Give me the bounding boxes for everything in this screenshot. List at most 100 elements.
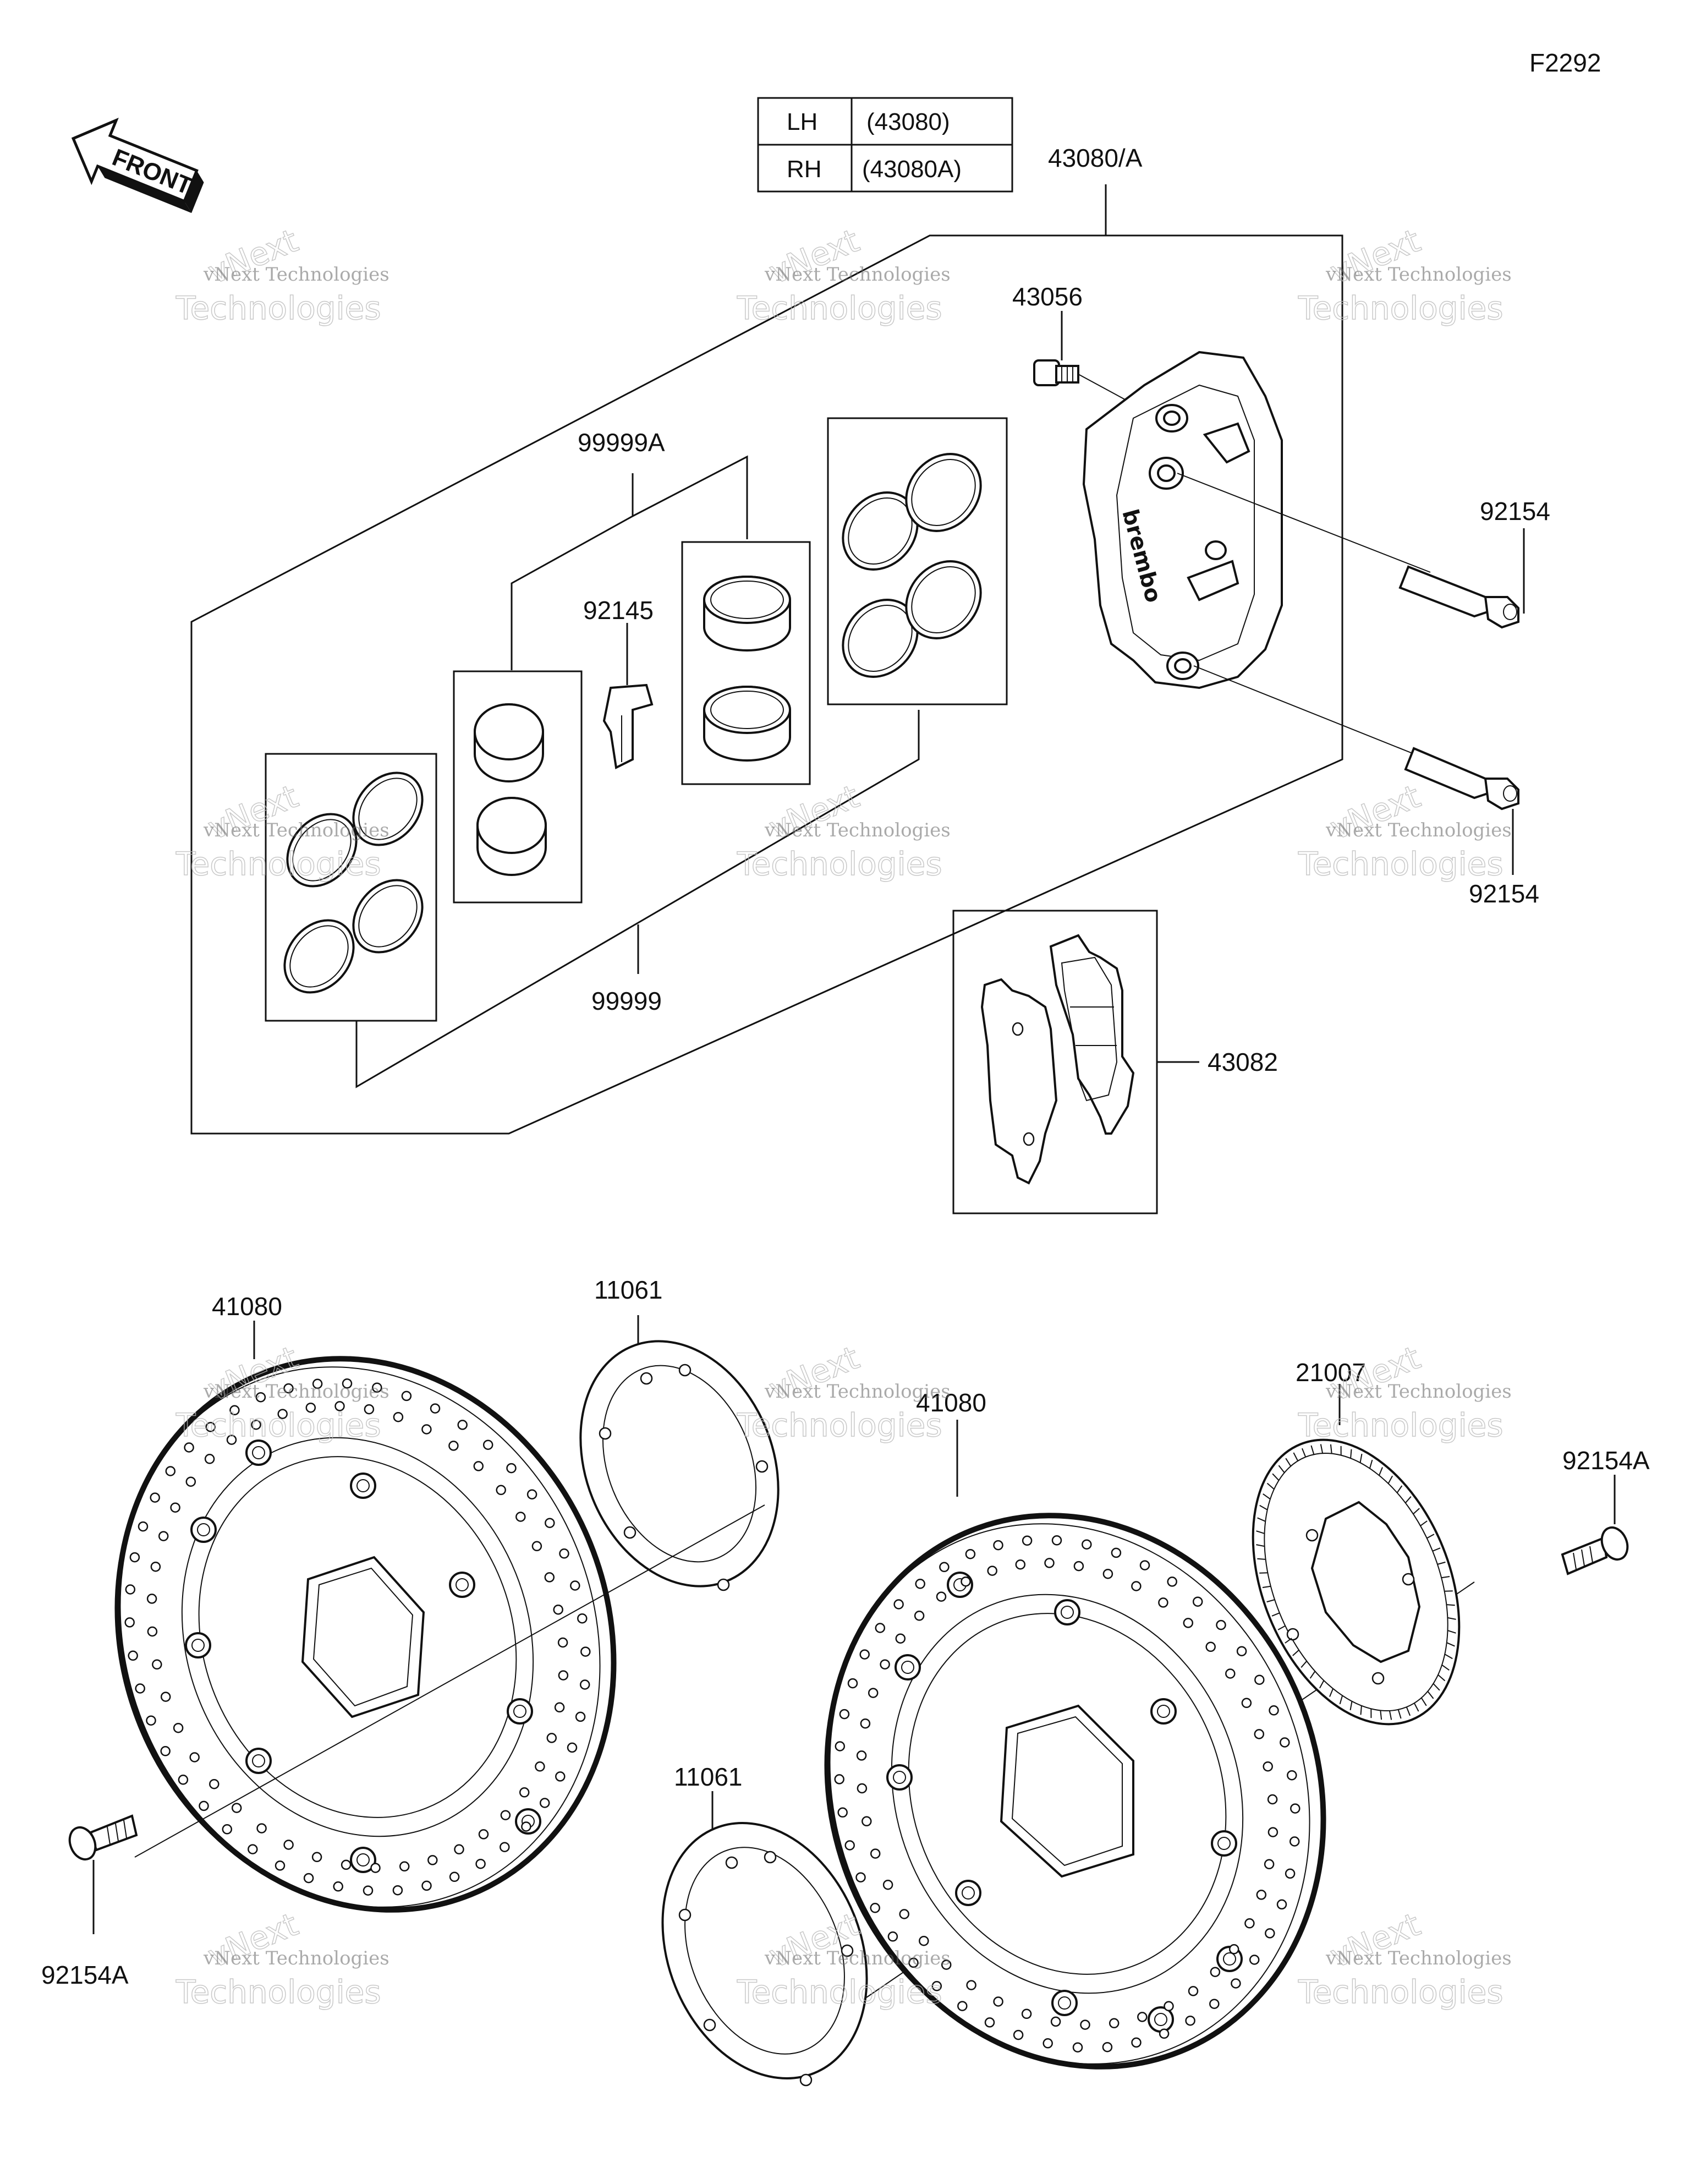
drill-hole: [146, 1594, 157, 1604]
drill-hole: [1268, 1827, 1279, 1837]
drill-hole: [567, 1742, 578, 1753]
drill-hole: [1044, 1558, 1055, 1568]
drill-hole: [555, 1771, 566, 1782]
abs-tooth: [1420, 1520, 1428, 1526]
drill-hole: [966, 1980, 976, 1990]
drill-hole: [915, 1579, 925, 1589]
drill-hole: [868, 1688, 879, 1698]
svg-text:vNext Technologies: vNext Technologies: [203, 1381, 389, 1403]
abs-tooth: [1413, 1703, 1419, 1712]
watermark: vNext Technologies vNext Technologies: [175, 1338, 389, 1444]
drill-hole: [457, 1420, 468, 1430]
abs-tooth: [1319, 1680, 1325, 1689]
drill-hole: [150, 1561, 161, 1572]
drill-hole: [152, 1659, 162, 1670]
drill-hole: [870, 1848, 881, 1859]
label-shim-upper: 11061: [594, 1276, 663, 1304]
drill-hole: [1241, 1698, 1252, 1709]
label-seal-kit: 99999: [591, 987, 662, 1015]
abs-tooth: [1257, 1517, 1266, 1522]
abs-tooth: [1320, 1444, 1324, 1454]
abs-tooth: [1272, 1473, 1280, 1481]
abs-tooth: [1339, 1695, 1343, 1705]
drill-hole: [993, 1540, 1003, 1551]
abs-tooth: [1285, 1638, 1292, 1644]
drill-hole: [283, 1840, 294, 1850]
label-disc-left: 41080: [212, 1292, 282, 1321]
drill-hole: [899, 1909, 909, 1919]
caliper-bolt-upper: [1177, 473, 1525, 629]
drill-hole: [1042, 2038, 1053, 2049]
drill-hole: [1263, 1761, 1273, 1772]
label-abs-rotor: 21007: [1296, 1358, 1366, 1387]
brake-disc-left: [114, 1321, 617, 1913]
drill-hole: [837, 1807, 848, 1818]
svg-text:Technologies: Technologies: [737, 1973, 942, 2011]
drill-hole: [554, 1702, 565, 1713]
drill-hole: [311, 1852, 322, 1863]
drill-hole: [1102, 1568, 1113, 1579]
watermark: vNext Technologies vNext Technologies: [736, 777, 951, 883]
abs-tooth: [1359, 1453, 1363, 1463]
drill-hole: [577, 1613, 588, 1624]
drill-hole: [887, 1931, 898, 1942]
drill-hole: [421, 1424, 432, 1435]
drill-hole: [984, 2017, 995, 2028]
svg-text:Technologies: Technologies: [737, 845, 942, 883]
abs-tooth: [1266, 1599, 1275, 1603]
drill-hole: [165, 1466, 176, 1476]
drill-hole: [1139, 1560, 1150, 1570]
svg-text:Technologies: Technologies: [175, 845, 381, 883]
drill-hole: [893, 1599, 904, 1610]
drill-hole: [557, 1637, 568, 1648]
drill-hole: [939, 1562, 950, 1573]
drill-hole: [1276, 1899, 1287, 1910]
drill-hole: [1209, 1999, 1220, 2009]
drill-hole: [1244, 1918, 1255, 1929]
drill-hole: [334, 1401, 345, 1411]
drill-hole: [342, 1378, 353, 1389]
drill-hole: [1287, 1770, 1297, 1781]
drill-hole: [859, 1649, 870, 1660]
abs-tooth: [1310, 1445, 1315, 1455]
drill-hole: [448, 1441, 459, 1451]
caliper-bolt-lower: [1193, 665, 1519, 875]
drill-hole: [173, 1722, 184, 1733]
drill-hole: [275, 1860, 286, 1871]
drill-hole: [147, 1626, 158, 1637]
drill-hole: [1254, 1729, 1265, 1739]
drill-hole: [158, 1531, 169, 1541]
drill-hole: [146, 1715, 156, 1726]
svg-text:Technologies: Technologies: [737, 1406, 942, 1444]
drill-hole: [570, 1580, 580, 1591]
abs-tooth: [1329, 1688, 1334, 1697]
seal-ring-set-box: [265, 753, 437, 1022]
abs-tooth: [1389, 1710, 1392, 1720]
abs-tooth: [1309, 1671, 1316, 1679]
drill-hole: [421, 1880, 432, 1891]
abs-tooth: [1277, 1625, 1286, 1630]
drill-hole: [341, 1859, 352, 1870]
label-disc-bolt-left: 92154A: [41, 1961, 129, 1989]
drill-hole: [184, 1442, 194, 1453]
drill-hole: [862, 1816, 872, 1827]
large-piston-box: [681, 541, 811, 785]
drill-hole: [882, 1879, 893, 1890]
drill-hole: [1021, 2008, 1032, 2019]
abs-tooth: [1446, 1642, 1455, 1647]
drill-hole: [333, 1881, 343, 1892]
brake-caliper: brembo: [1082, 351, 1283, 689]
drill-hole: [399, 1861, 410, 1872]
drill-hole: [880, 1659, 890, 1670]
label-shim-lower: 11061: [674, 1762, 743, 1791]
small-piston-box: [453, 670, 583, 904]
drill-hole: [475, 1858, 486, 1869]
abs-tooth: [1441, 1576, 1450, 1579]
drill-hole: [908, 1957, 919, 1968]
drill-hole: [839, 1709, 850, 1720]
abs-tooth: [1413, 1508, 1420, 1515]
watermark: vNext Technologies vNext Technologies: [1297, 1905, 1512, 2011]
drill-hole: [1185, 2015, 1195, 2026]
drill-hole: [248, 1844, 258, 1854]
drill-hole: [941, 1959, 952, 1970]
